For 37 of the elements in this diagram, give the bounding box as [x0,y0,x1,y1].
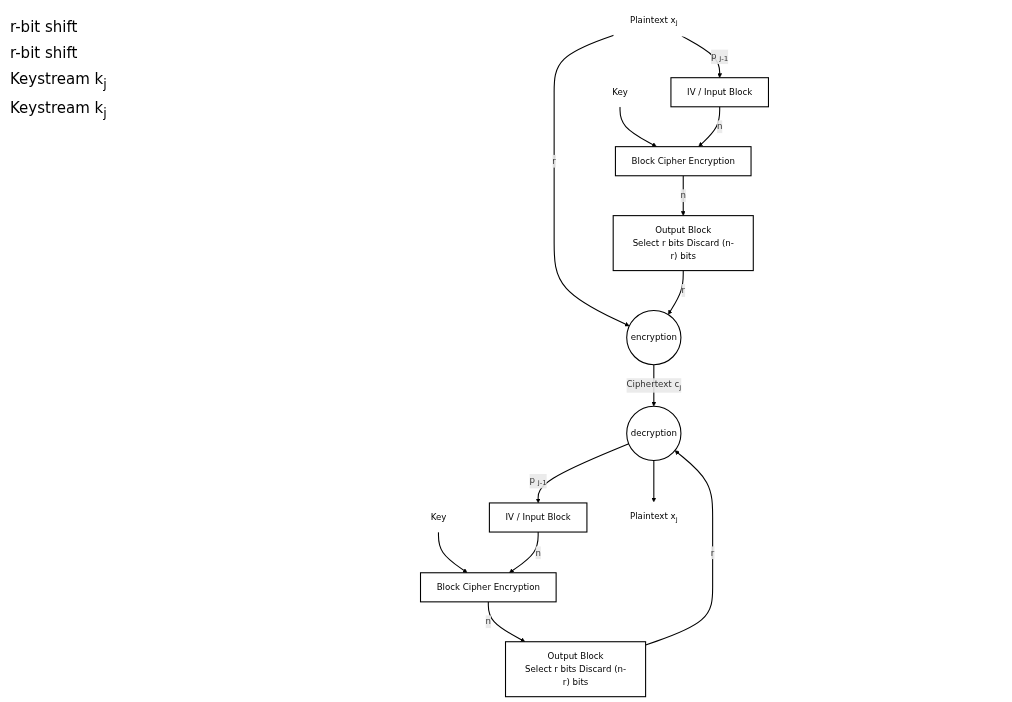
arrow [437,531,467,573]
note-label: Keystream k$_{j}$ [10,70,108,91]
edge-label: n [534,547,541,558]
node-box: Output Block Select r bits Discard (n-r) bits [612,215,754,272]
node-circle: encryption [625,309,681,366]
arrow [487,601,525,642]
edge-label: r [680,285,685,296]
edge-label: Ciphertext c$_{j}$ [626,379,681,392]
node-box: Block Cipher Encryption [419,572,557,603]
node-box: IV / Input Block [488,502,587,533]
node-box: IV / Input Block [669,77,769,108]
edge-label: r [710,547,714,558]
edge-label: n [485,616,491,627]
arrow [644,450,713,646]
node-text: Plaintext x$_{j}$ [629,14,678,27]
edge-label: n [680,190,686,201]
arrow [553,34,630,327]
arrow [619,106,657,147]
arrow [535,443,629,504]
arrow [680,175,686,216]
node-text: Key [611,86,628,98]
node-box: Block Cipher Encryption [614,146,752,177]
note-label: r-bit shift [10,44,79,62]
node-circle: decryption [625,405,681,462]
node-text: Plaintext x$_{j}$ [629,511,678,524]
note-label: r-bit shift [10,18,79,36]
arrow [650,459,656,503]
note-label: Keystream k$_{j}$ [10,99,108,120]
node-box: Output Block Select r bits Discard (n-r) bits [504,641,646,698]
edge-label: r [551,155,556,167]
arrow [667,270,684,315]
arrow [697,106,720,147]
arrow [508,531,539,573]
edge-label: n [716,121,722,132]
edge-label: p $_{j-1}$ [528,475,547,488]
edge-label: p $_{j-1}$ [710,50,728,63]
node-text: Key [430,512,446,523]
